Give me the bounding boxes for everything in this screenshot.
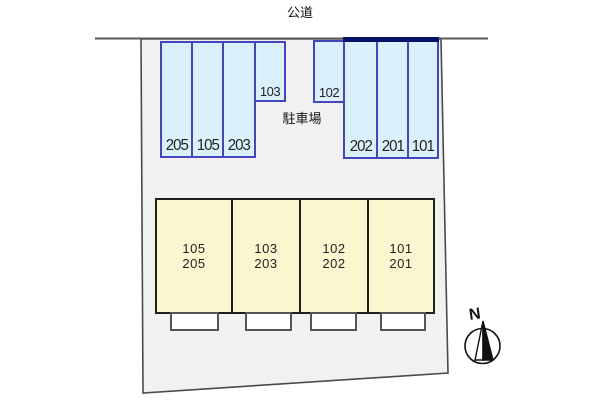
public-road-label: 公道 [286, 5, 313, 20]
parking-space-label: 105 [196, 137, 219, 154]
building-unit-105-205: 105 205 [155, 198, 233, 314]
parking-space-label: 101 [411, 138, 435, 155]
unit-number-1f: 103 [254, 241, 278, 256]
entrance-porch [310, 312, 357, 331]
building-unit-101-201: 101 201 [367, 198, 435, 314]
unit-number-2f: 203 [254, 256, 278, 271]
parking-space-101: 101 [407, 39, 439, 159]
parking-space-202: 202 [343, 39, 378, 159]
unit-number-2f: 205 [182, 256, 206, 271]
parking-space-203: 203 [222, 41, 256, 158]
parking-area-label: 駐車場 [282, 111, 322, 126]
parking-top-bar [343, 37, 439, 42]
parking-space-205: 205 [160, 41, 193, 158]
entrance-porch [245, 312, 292, 331]
unit-number-2f: 202 [322, 256, 346, 271]
parking-space-103: 103 [254, 41, 286, 102]
parking-space-label: 203 [227, 137, 251, 154]
parking-space-105: 105 [191, 41, 224, 158]
parking-space-label: 202 [349, 138, 372, 155]
parking-space-label: 103 [259, 84, 281, 99]
entrance-porch [380, 312, 426, 331]
compass-north-icon: N [464, 305, 501, 365]
unit-number-2f: 201 [389, 256, 413, 271]
parking-space-102: 102 [313, 40, 345, 103]
parking-space-label: 205 [165, 137, 188, 154]
building-unit-102-202: 102 202 [299, 198, 369, 314]
entrance-porch [170, 312, 219, 331]
unit-number-1f: 102 [322, 241, 346, 256]
unit-number-1f: 101 [389, 241, 413, 256]
building-unit-103-203: 103 203 [231, 198, 301, 314]
compass-north-label: N [468, 305, 482, 323]
parking-space-label: 201 [381, 138, 404, 155]
parking-space-201: 201 [376, 39, 409, 159]
parking-space-label: 102 [318, 85, 340, 100]
unit-number-1f: 105 [182, 241, 206, 256]
